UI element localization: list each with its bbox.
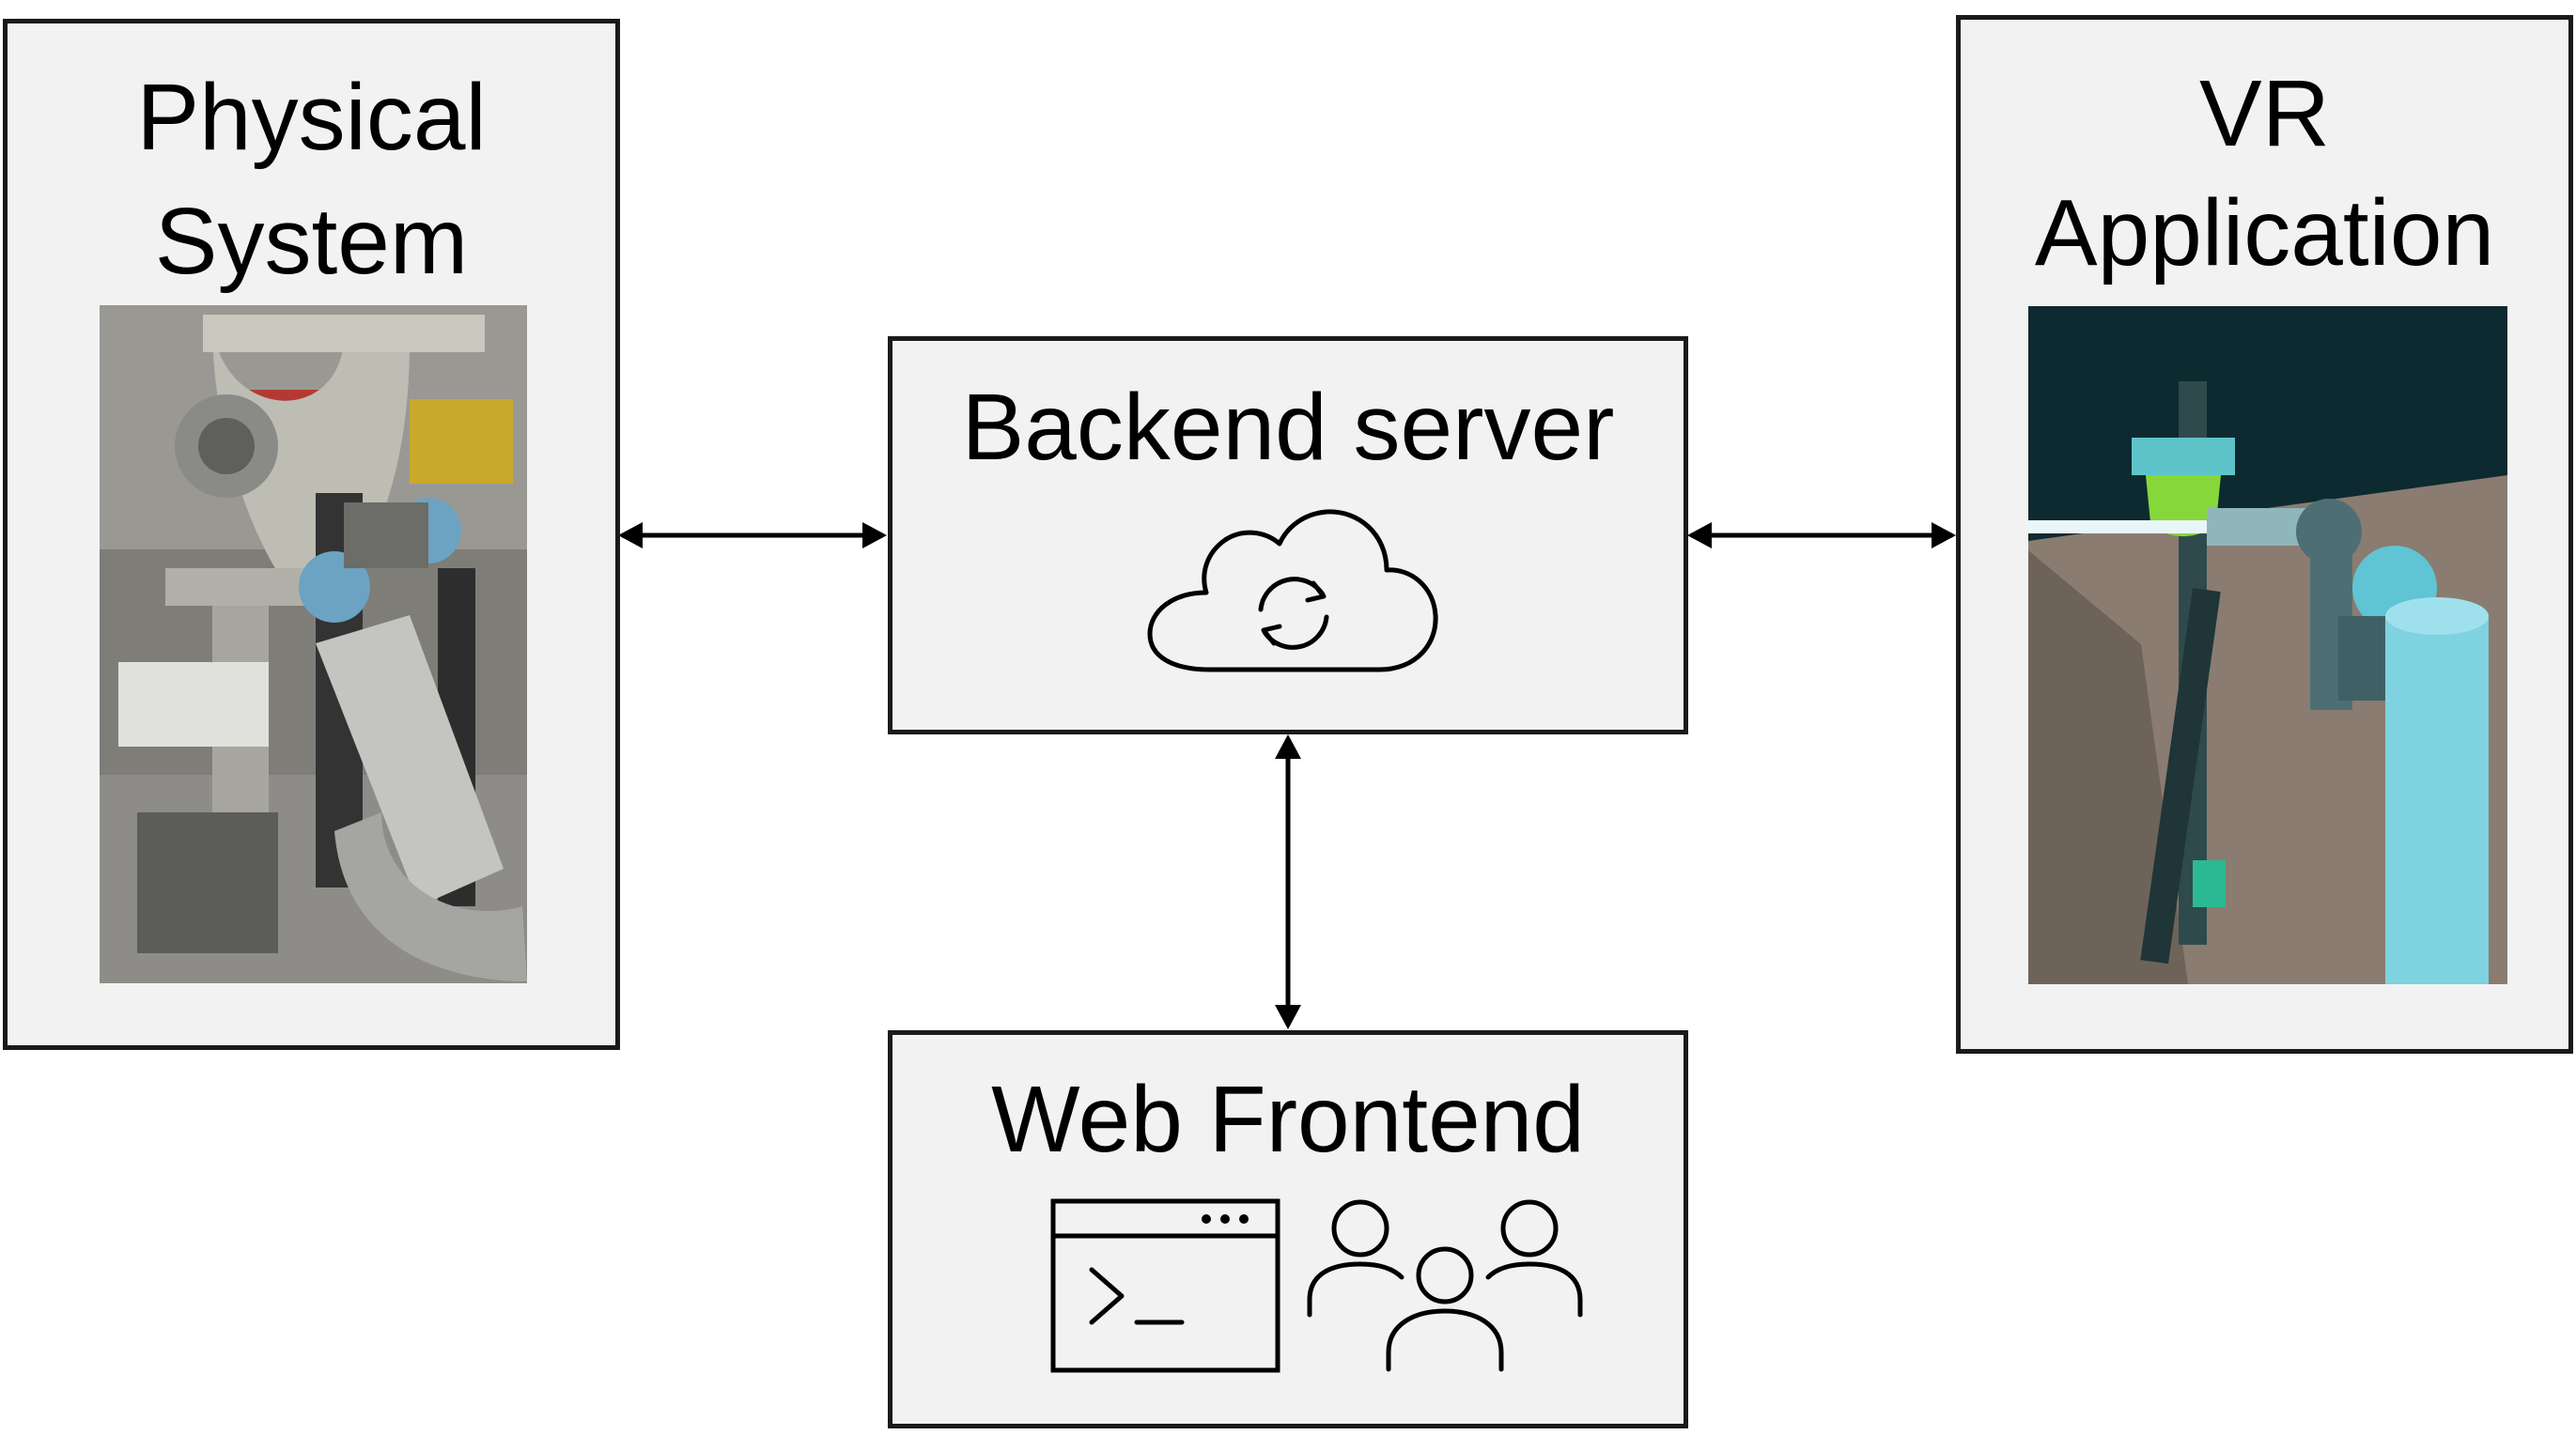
backend-server-title: Backend server	[961, 375, 1615, 480]
vr-application-screenshot	[2028, 306, 2507, 984]
arrow-frontend-backend	[1275, 734, 1301, 1029]
users-group-icon	[1307, 1199, 1583, 1372]
arrow-vr-backend	[1687, 522, 1956, 548]
web-frontend-box: Web Frontend	[888, 1030, 1688, 1428]
backend-server-box: Backend server	[888, 336, 1688, 734]
arrow-physical-backend	[618, 522, 887, 548]
vr-application-title-line2: Application	[2034, 180, 2495, 285]
terminal-window-icon	[1050, 1198, 1280, 1373]
physical-system-box: Physical System	[3, 19, 620, 1050]
web-frontend-title: Web Frontend	[991, 1067, 1585, 1172]
physical-system-title-line1: Physical	[136, 65, 487, 170]
physical-system-title-line2: System	[154, 189, 469, 294]
physical-system-photo	[100, 305, 527, 983]
vr-application-box: VR Application	[1956, 15, 2573, 1054]
vr-application-title-line1: VR	[2199, 61, 2330, 166]
cloud-sync-icon	[1147, 509, 1438, 672]
